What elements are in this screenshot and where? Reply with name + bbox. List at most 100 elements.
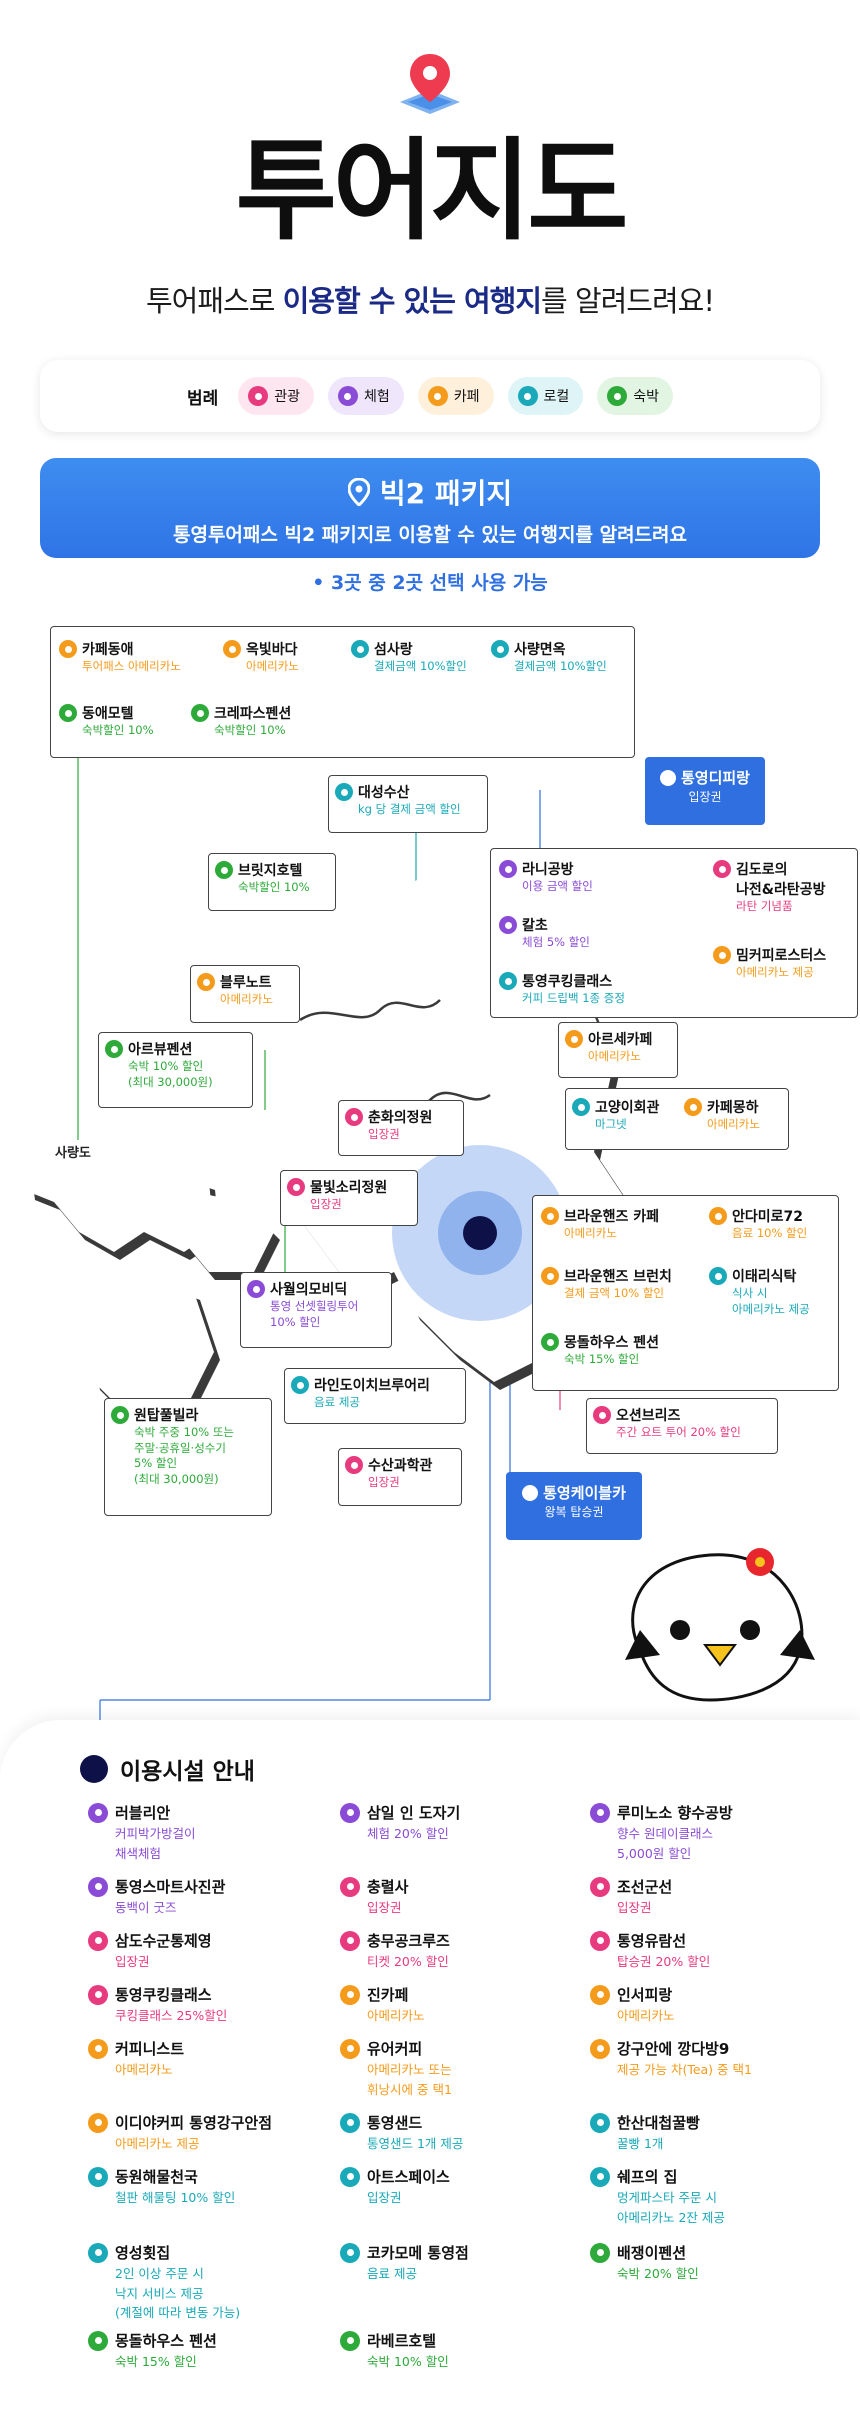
stay-pin-icon xyxy=(111,1406,129,1424)
facility-name: 충무공크루즈 xyxy=(367,1932,450,1950)
pin-icon xyxy=(340,1876,360,1897)
facility-name: 통영샌드 xyxy=(367,2114,423,2132)
facility-name: 통영쿠킹클래스 xyxy=(115,1986,212,2004)
facility-benefit: 통영샌드 1개 제공 xyxy=(367,2136,464,2151)
facility-name: 충렬사 xyxy=(367,1878,409,1896)
facility-benefit: 향수 원데이클래스 xyxy=(617,1826,713,1841)
facility-list-header: 이용시설 안내 xyxy=(80,1752,255,1786)
facility-benefit: 아메리카노 xyxy=(617,2008,675,2023)
page-subtitle: 투어패스로 이용할 수 있는 여행지를 알려드려요! xyxy=(146,284,715,318)
local-pin-icon xyxy=(291,1376,309,1394)
tour-pin-icon xyxy=(345,1108,363,1126)
cafe-pin-icon xyxy=(684,1098,702,1116)
pin-icon xyxy=(88,1930,108,1951)
facility-benefit: 아메리카노 xyxy=(115,2062,173,2077)
pin-icon xyxy=(340,2038,360,2059)
facility-benefit: 탑승권 20% 할인 xyxy=(617,1954,711,1969)
pin-icon xyxy=(340,1930,360,1951)
pin-icon xyxy=(337,386,358,406)
pin-icon xyxy=(88,1984,108,2005)
cafe-pin-icon xyxy=(59,640,77,658)
cafe-pin-icon xyxy=(713,946,731,964)
pin-icon xyxy=(88,2242,108,2263)
location-pin-icon xyxy=(347,478,370,506)
stay-pin-icon xyxy=(191,704,209,722)
facility-benefit: 커피박가방걸이 xyxy=(115,1826,196,1841)
facility-benefit: 아메리카노 또는 xyxy=(367,2062,452,2077)
stay-pin-icon xyxy=(59,704,77,722)
usage-rule: • 3곳 중 2곳 선택 사용 가능 xyxy=(312,572,548,594)
facility-benefit: 숙박 20% 할인 xyxy=(617,2266,699,2281)
facility-benefit: 휘낭시에 중 택1 xyxy=(367,2081,452,2097)
facility-benefit: 멍게파스타 주문 시 xyxy=(617,2190,717,2205)
facility-name: 통영유람선 xyxy=(617,1932,687,1950)
pin-icon xyxy=(88,1876,108,1897)
pin-icon xyxy=(590,1930,610,1951)
pin-icon xyxy=(340,2112,360,2133)
local-pin-icon xyxy=(351,640,369,658)
facility-benefit: 입장권 xyxy=(617,1900,652,1915)
facility-benefit: 숙박 10% 할인 xyxy=(367,2354,449,2369)
pin-icon xyxy=(340,2330,360,2351)
pin-icon xyxy=(590,1802,610,1823)
